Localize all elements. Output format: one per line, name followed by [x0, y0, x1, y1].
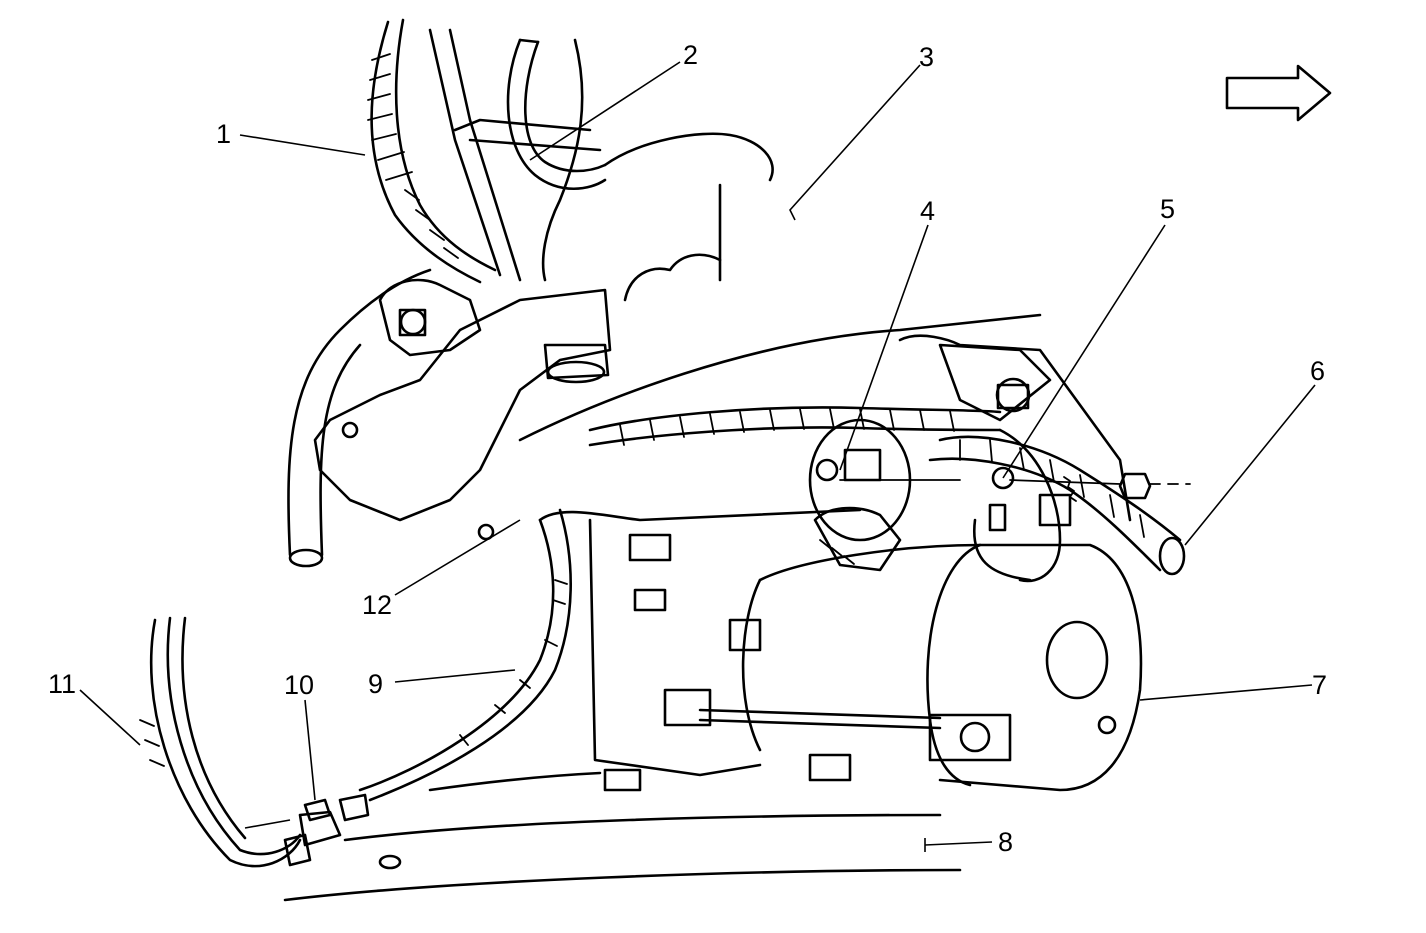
callout-2: 2: [683, 40, 698, 70]
callout-12: 12: [362, 590, 392, 620]
callout-11: 11: [48, 669, 76, 699]
callout-3: 3: [919, 42, 934, 72]
callout-labels: 1 2 3 4 5 6 7 8 9 10 11 12: [48, 40, 1327, 857]
callout-7: 7: [1312, 670, 1327, 700]
mounting-bracket: [313, 278, 612, 541]
engine-block: [428, 28, 774, 302]
ground-cable: [358, 508, 862, 802]
wiring-conduit-upper: [367, 18, 497, 284]
solenoid: [808, 418, 912, 572]
callout-6: 6: [1310, 356, 1325, 386]
callout-4: 4: [920, 196, 935, 226]
direction-arrow-icon: [1225, 64, 1332, 122]
cable-harness: [588, 406, 1186, 583]
callout-8: 8: [998, 827, 1013, 857]
callout-10: 10: [284, 670, 314, 700]
ground-bolt: [283, 793, 370, 867]
lower-frame: [283, 813, 962, 902]
leader-lines: [79, 61, 1316, 852]
starter-motor: [603, 533, 1143, 792]
transmission-housing: [428, 313, 1132, 792]
terminal-exploded-line: [839, 472, 1191, 500]
callout-1: 1: [216, 119, 231, 149]
callout-5: 5: [1160, 194, 1175, 224]
harness-left: [139, 616, 302, 868]
callout-9: 9: [368, 669, 383, 699]
hose-left: [287, 268, 432, 568]
hose-upper: [506, 38, 607, 190]
